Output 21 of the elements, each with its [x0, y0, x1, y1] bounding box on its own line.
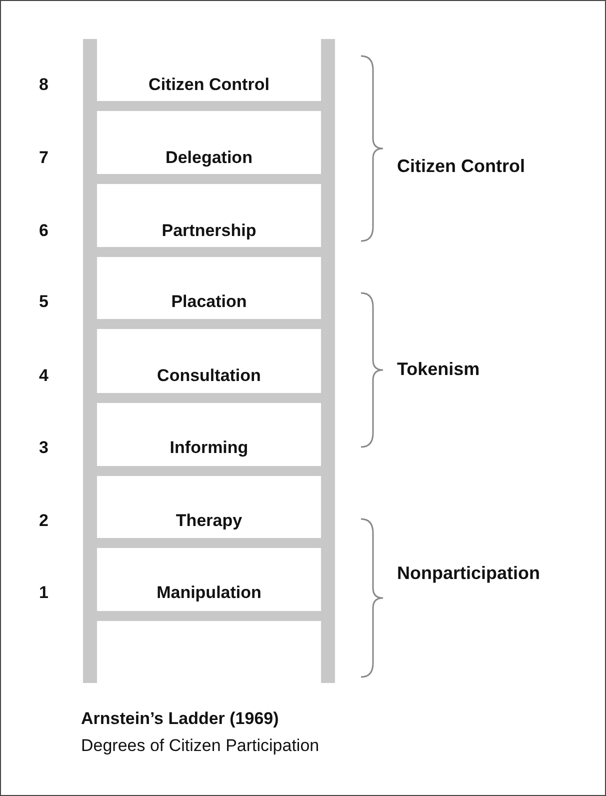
rung-label: Delegation: [164, 148, 254, 168]
rung-number: 3: [39, 438, 48, 458]
group-label: Nonparticipation: [397, 563, 540, 583]
rung-number: 1: [39, 583, 48, 603]
rung-number: 7: [39, 148, 48, 168]
title: Arnstein’s Ladder (1969): [81, 709, 279, 729]
rung-label: Consultation: [156, 366, 262, 386]
group-label: Citizen Control: [397, 156, 525, 176]
rung-number: 4: [39, 366, 48, 386]
rung-number: 8: [39, 75, 48, 95]
rung-label: Therapy: [174, 511, 244, 531]
rung-label: Partnership: [160, 221, 258, 241]
group-label: Tokenism: [397, 359, 480, 379]
rung-label: Manipulation: [156, 583, 262, 603]
caption: Degrees of Citizen Participation: [81, 736, 320, 756]
rung-number: 2: [39, 511, 48, 531]
rung-number: 5: [39, 292, 48, 312]
rung-label: Citizen Control: [148, 75, 270, 95]
rung-label: Placation: [170, 292, 248, 312]
rung-number: 6: [39, 221, 48, 241]
rung-label: Informing: [168, 438, 250, 458]
